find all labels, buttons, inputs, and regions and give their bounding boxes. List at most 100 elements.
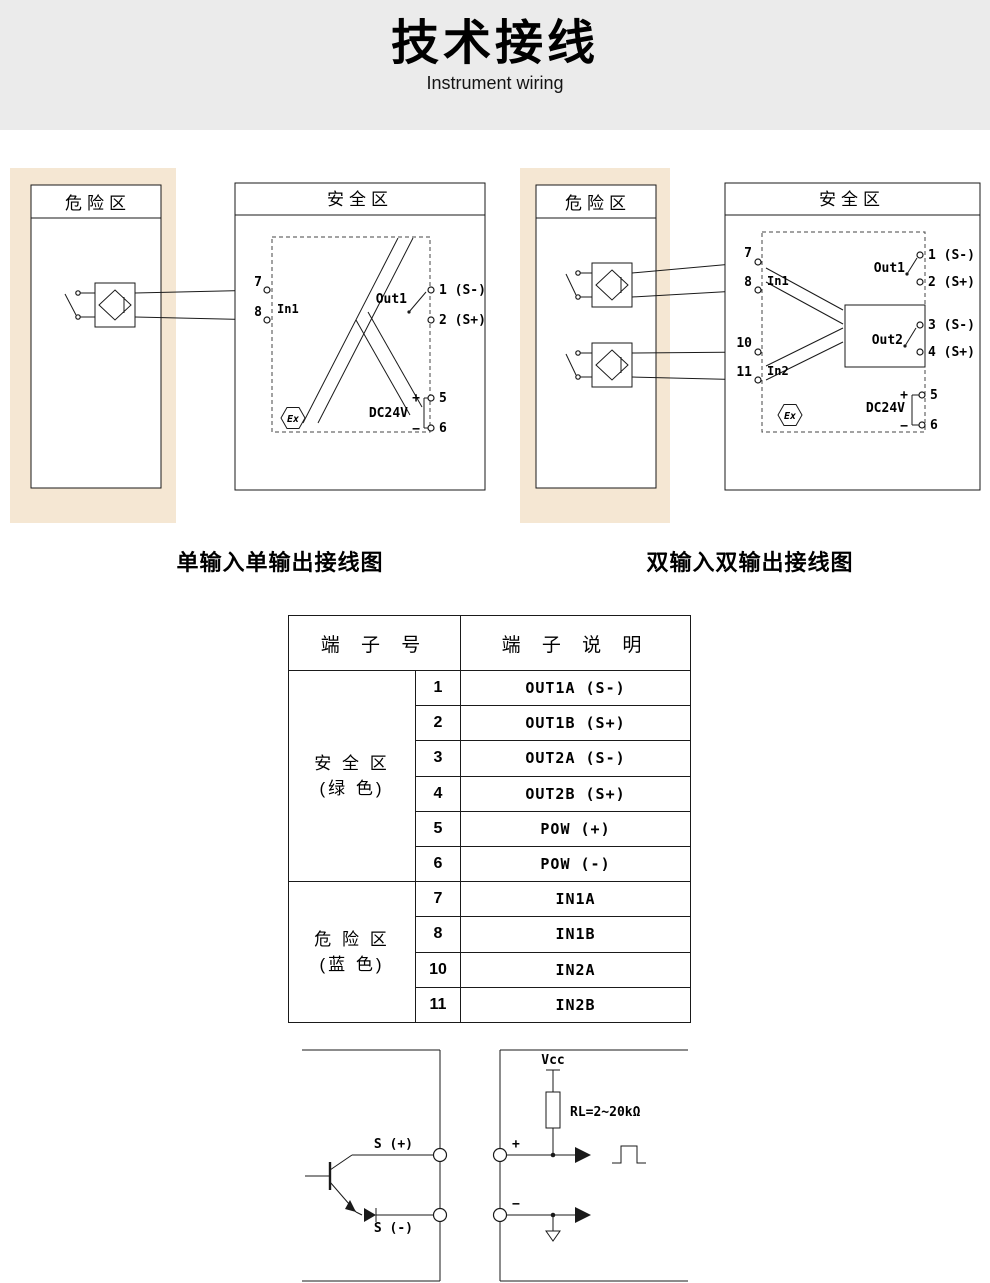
terminal-7-label: 7 xyxy=(254,275,262,290)
col-header-terminal-no: 端 子 号 xyxy=(288,615,461,671)
terminal-7-label: 7 xyxy=(744,246,752,261)
terminal-no: 4 xyxy=(415,775,461,812)
sensor-output-stage xyxy=(305,1154,433,1222)
svg-text:Ex: Ex xyxy=(784,411,796,422)
terminal-6-label: 6 xyxy=(930,418,938,433)
terminal-desc: OUT1B (S+) xyxy=(460,705,691,742)
minus-sign: − xyxy=(512,1197,520,1212)
terminal-8-label: 8 xyxy=(744,275,752,290)
dual-io-diagram: 危险区 xyxy=(520,168,981,523)
table-row: 10 IN2A xyxy=(289,951,691,988)
terminal-2 xyxy=(427,316,435,324)
terminal-no: 11 xyxy=(415,986,461,1023)
terminal-desc: IN2A xyxy=(460,951,691,988)
out1-contact-icon xyxy=(407,291,427,314)
terminal-10-label: 10 xyxy=(736,336,752,351)
group-safe-zone: 安 全 区 (绿 色) xyxy=(288,669,416,883)
out1-label: Out1 xyxy=(376,292,407,307)
module-plus-terminal xyxy=(492,1147,508,1163)
terminal-desc: IN1A xyxy=(460,881,691,918)
terminal-6-label: 6 xyxy=(439,421,447,436)
single-io-diagram: 危险区 安全区 xyxy=(10,168,486,523)
terminal-desc: OUT2A (S-) xyxy=(460,740,691,777)
switch-contact-icon xyxy=(565,270,592,300)
terminal-1-label: 1 (S-) xyxy=(439,283,486,298)
col-header-terminal-desc: 端 子 说 明 xyxy=(460,615,691,671)
terminal-11 xyxy=(754,376,762,384)
diode-icon xyxy=(364,1208,376,1222)
terminal-desc: POW (+) xyxy=(460,810,691,847)
page-subtitle: Instrument wiring xyxy=(426,72,564,93)
terminal-8-label: 8 xyxy=(254,305,262,320)
vcc-label: Vcc xyxy=(541,1053,564,1068)
terminal-desc: IN1B xyxy=(460,916,691,953)
terminal-5 xyxy=(427,394,435,402)
minus-output-arrow-icon xyxy=(575,1207,591,1223)
terminal-6 xyxy=(427,424,435,432)
out2-contact-icon xyxy=(903,327,917,348)
table-row: 11 IN2B xyxy=(289,986,691,1023)
terminal-no: 1 xyxy=(415,669,461,707)
terminal-3-label: 3 (S-) xyxy=(928,318,975,333)
dual-io-caption: 双输入双输出接线图 xyxy=(646,550,854,575)
table-row: 8 IN1B xyxy=(289,916,691,953)
terminal-no: 5 xyxy=(415,810,461,847)
group-hazard-zone: 危 险 区 (蓝 色) xyxy=(288,881,416,1023)
wiring-diagrams: 危险区 安全区 xyxy=(10,168,981,523)
terminal-5-label: 5 xyxy=(439,391,447,406)
output-circuit-schematic: S (+) S (-) Vcc RL=2~20kΩ + − xyxy=(302,1049,688,1282)
hazard-zone-label: 危险区 xyxy=(565,194,631,213)
power-rail xyxy=(423,397,428,429)
terminal-2 xyxy=(916,278,924,286)
page-header: 技术接线 Instrument wiring xyxy=(0,0,990,130)
power-label: DC24V xyxy=(866,401,905,416)
table-row: 4 OUT2B (S+) xyxy=(289,775,691,812)
terminal-3 xyxy=(916,321,924,329)
terminal-8 xyxy=(754,286,762,294)
plus-sign: + xyxy=(412,391,420,406)
terminal-1 xyxy=(427,286,435,294)
terminal-desc: POW (-) xyxy=(460,845,691,883)
plus-output-arrow-icon xyxy=(575,1147,591,1163)
switch-contact-icon xyxy=(64,290,95,320)
emitter-arrow-icon xyxy=(345,1200,356,1212)
hazard-zone-box xyxy=(535,184,657,489)
isolation-module-outline xyxy=(271,236,431,433)
out2-label: Out2 xyxy=(872,333,903,348)
terminal-no: 6 xyxy=(415,845,461,883)
terminal-no: 2 xyxy=(415,705,461,742)
terminal-desc: OUT1A (S-) xyxy=(460,669,691,707)
power-rail xyxy=(911,394,919,426)
sensor-plus-terminal xyxy=(432,1147,448,1163)
plus-sign: + xyxy=(900,388,908,403)
table-row: 危 险 区 (蓝 色) 7 IN1A xyxy=(288,881,691,1023)
terminal-2-label: 2 (S+) xyxy=(439,313,486,328)
group-label-line1: 安 全 区 xyxy=(314,753,390,773)
terminal-no: 8 xyxy=(415,916,461,953)
table-row: 安 全 区 (绿 色) 1 OUT1A (S-) xyxy=(288,669,691,883)
group-label-line2: (蓝 色) xyxy=(319,955,385,974)
power-label: DC24V xyxy=(369,406,408,421)
safe-zone-label: 安全区 xyxy=(327,190,393,209)
minus-sign: − xyxy=(900,419,908,434)
proximity-sensor-icon xyxy=(591,262,633,308)
sensor-minus-terminal xyxy=(432,1207,448,1223)
in1-label: In1 xyxy=(277,302,299,316)
terminal-8 xyxy=(263,316,271,324)
table-row: 2 OUT1B (S+) xyxy=(289,705,691,742)
terminal-5 xyxy=(918,391,926,399)
terminal-7 xyxy=(263,286,271,294)
terminal-11-label: 11 xyxy=(736,365,752,380)
ground-icon xyxy=(545,1230,561,1242)
terminal-desc: OUT2B (S+) xyxy=(460,775,691,812)
in1-label: In1 xyxy=(767,274,789,288)
plus-sign: + xyxy=(512,1137,520,1152)
svg-text:Ex: Ex xyxy=(287,414,299,425)
out1-contact-icon xyxy=(905,257,918,276)
terminal-no: 10 xyxy=(415,951,461,988)
page-title: 技术接线 xyxy=(390,17,599,70)
terminal-no: 7 xyxy=(415,881,461,918)
safe-zone-label: 安全区 xyxy=(819,190,885,209)
terminal-6 xyxy=(918,421,926,429)
